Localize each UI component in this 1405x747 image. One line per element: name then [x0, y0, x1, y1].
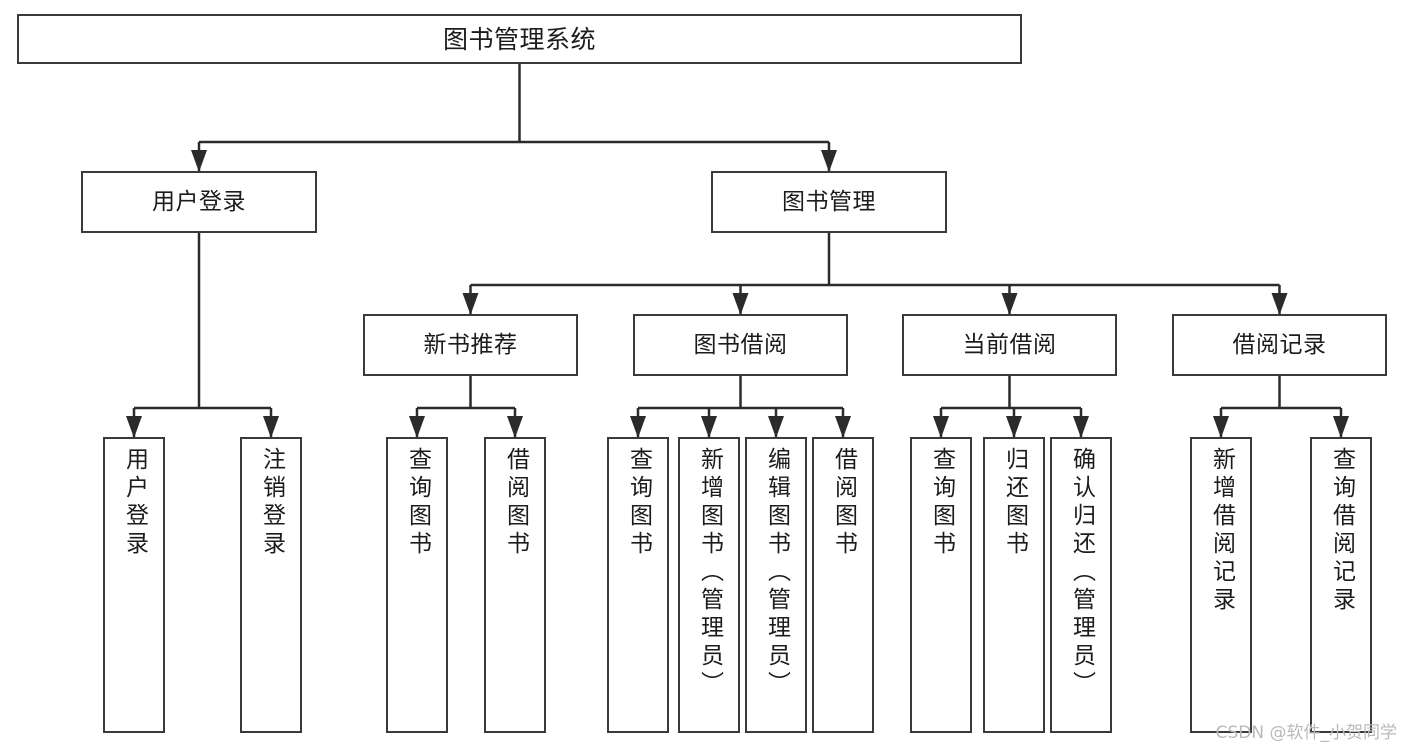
node-label: 查询借阅记录 — [1328, 447, 1355, 615]
node-leaf-7: 编辑图书（管理员） — [745, 437, 807, 733]
node-label: 借阅图书 — [830, 447, 857, 559]
node-label: 用户登录 — [152, 188, 246, 215]
node-label: 注销登录 — [258, 447, 285, 559]
node-leaf-4: 借阅图书 — [484, 437, 546, 733]
node-l2-cur: 当前借阅 — [902, 314, 1117, 376]
node-l1-user: 用户登录 — [81, 171, 317, 233]
node-label: 新书推荐 — [423, 331, 518, 358]
node-label: 图书借阅 — [693, 331, 788, 358]
node-l1-book: 图书管理 — [711, 171, 947, 233]
node-label: 查询图书 — [625, 447, 652, 559]
node-leaf-8: 借阅图书 — [812, 437, 874, 733]
node-l2-new: 新书推荐 — [363, 314, 578, 376]
node-label: 确认归还（管理员） — [1068, 447, 1095, 699]
node-l2-borrow: 图书借阅 — [633, 314, 848, 376]
node-l2-rec: 借阅记录 — [1172, 314, 1387, 376]
node-label: 编辑图书（管理员） — [763, 447, 790, 699]
node-label: 当前借阅 — [962, 331, 1057, 358]
node-leaf-1: 用户登录 — [103, 437, 165, 733]
node-leaf-13: 查询借阅记录 — [1310, 437, 1372, 733]
node-leaf-10: 归还图书 — [983, 437, 1045, 733]
node-leaf-9: 查询图书 — [910, 437, 972, 733]
node-label: 借阅记录 — [1232, 331, 1327, 358]
node-label: 新增借阅记录 — [1208, 447, 1235, 615]
node-label: 查询图书 — [928, 447, 955, 559]
node-leaf-5: 查询图书 — [607, 437, 669, 733]
node-label: 新增图书（管理员） — [696, 447, 723, 699]
node-label: 查询图书 — [404, 447, 431, 559]
node-root: 图书管理系统 — [17, 14, 1022, 64]
watermark-text: CSDN @软件_小贺同学 — [1215, 723, 1397, 743]
node-label: 图书管理系统 — [442, 24, 596, 54]
node-leaf-11: 确认归还（管理员） — [1050, 437, 1112, 733]
node-leaf-3: 查询图书 — [386, 437, 448, 733]
node-leaf-6: 新增图书（管理员） — [678, 437, 740, 733]
node-label: 用户登录 — [121, 447, 148, 559]
node-label: 借阅图书 — [502, 447, 529, 559]
node-label: 图书管理 — [782, 188, 876, 215]
node-leaf-2: 注销登录 — [240, 437, 302, 733]
node-leaf-12: 新增借阅记录 — [1190, 437, 1252, 733]
node-label: 归还图书 — [1001, 447, 1028, 559]
